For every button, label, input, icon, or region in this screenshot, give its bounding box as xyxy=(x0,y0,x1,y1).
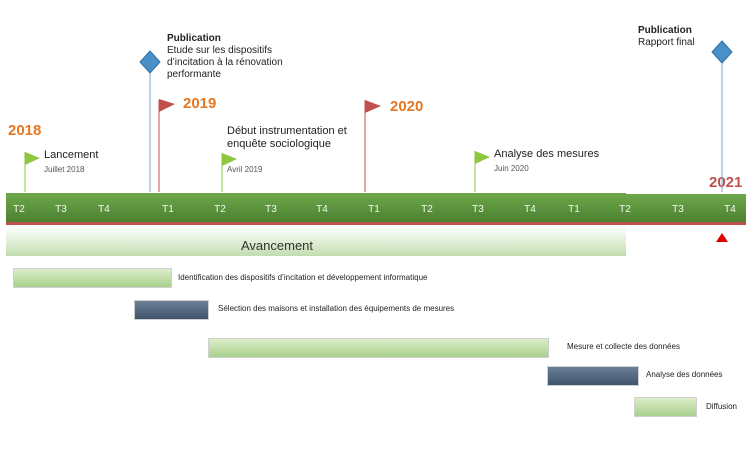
diamond-icon xyxy=(711,40,733,64)
milestone-markers xyxy=(24,40,733,192)
quarter-label: T2 xyxy=(214,204,226,215)
milestone-title: Début instrumentation et enquête sociolo… xyxy=(227,125,347,150)
timeline-red-line xyxy=(6,222,746,225)
quarter-label: T3 xyxy=(265,204,277,215)
red-flag-icon xyxy=(365,100,381,113)
publication-1: Publication Etude sur les dispositifs d’… xyxy=(167,33,317,81)
task-bar-selection xyxy=(134,300,209,320)
publication-2: Publication Rapport final xyxy=(638,25,738,49)
milestone-title: Analyse des mesures xyxy=(494,148,600,160)
green-flag-icon xyxy=(222,153,237,166)
milestone-date: Juillet 2018 xyxy=(44,165,85,174)
publication-text: Etude sur les dispositifs d’incitation à… xyxy=(167,45,283,80)
progress-label: Avancement xyxy=(241,238,314,253)
current-position-icon xyxy=(716,233,728,242)
milestone-lancement: Lancement Juillet 2018 xyxy=(44,149,98,174)
task-bar-mesure xyxy=(208,338,549,358)
task-label-mesure: Mesure et collecte des données xyxy=(567,342,680,351)
task-label-diffusion: Diffusion xyxy=(706,402,737,411)
quarter-label: T1 xyxy=(568,204,580,215)
task-bar-identification xyxy=(13,268,172,288)
year-2019: 2019 xyxy=(183,95,217,112)
quarter-label: T2 xyxy=(619,204,631,215)
green-flag-icon xyxy=(475,151,490,164)
timeline-band-end xyxy=(626,194,746,224)
timeline-band xyxy=(6,193,626,223)
quarter-row: T2 T3 T4 T1 T2 T3 T4 T1 T2 T3 T4 T1 T2 T… xyxy=(0,195,750,225)
milestone-instrumentation: Début instrumentation et enquête sociolo… xyxy=(227,125,367,174)
diamond-icon xyxy=(139,50,161,74)
green-flag-icon xyxy=(25,152,40,165)
progress-band xyxy=(6,226,626,256)
quarter-label: T2 xyxy=(421,204,433,215)
task-label-identification: Identification des dispositifs d’incitat… xyxy=(178,273,428,282)
quarter-label: T3 xyxy=(55,204,67,215)
task-bar-diffusion xyxy=(634,397,697,417)
task-label-analyse: Analyse des données xyxy=(646,370,723,379)
quarter-label: T1 xyxy=(162,204,174,215)
quarter-label: T3 xyxy=(472,204,484,215)
publication-heading: Publication xyxy=(638,25,692,36)
publication-text: Rapport final xyxy=(638,37,695,48)
milestone-date: Juin 2020 xyxy=(494,164,529,173)
task-label-selection: Sélection des maisons et installation de… xyxy=(218,304,455,313)
quarter-label: T3 xyxy=(672,204,684,215)
milestone-title: Lancement xyxy=(44,149,99,161)
quarter-label: T2 xyxy=(13,204,25,215)
red-flag-icon xyxy=(159,99,175,112)
quarter-label: T4 xyxy=(524,204,536,215)
year-2020: 2020 xyxy=(390,98,424,115)
quarter-label: T4 xyxy=(98,204,110,215)
publication-heading: Publication xyxy=(167,33,221,44)
year-2018: 2018 xyxy=(8,122,42,139)
milestone-analyse: Analyse des mesures Juin 2020 xyxy=(494,148,599,173)
milestone-date: Avril 2019 xyxy=(227,165,263,174)
year-2021: 2021 xyxy=(709,174,743,191)
quarter-label: T4 xyxy=(724,204,736,215)
quarter-label: T4 xyxy=(316,204,328,215)
task-bar-analyse xyxy=(547,366,639,386)
quarter-label: T1 xyxy=(368,204,380,215)
